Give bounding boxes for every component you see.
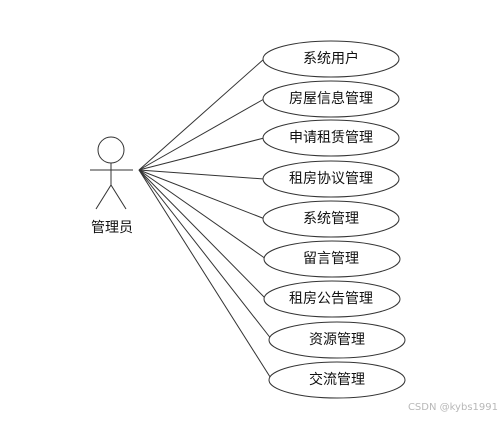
association-line — [138, 169, 265, 180]
use-case-ellipse — [262, 200, 400, 238]
actor-label: 管理员 — [91, 220, 133, 236]
use-case-ellipses — [262, 40, 406, 399]
use-case-label-resource-management: 资源管理 — [309, 332, 365, 348]
association-line — [138, 169, 266, 220]
actor-head — [97, 136, 125, 164]
association-line — [138, 169, 267, 260]
association-line — [138, 98, 265, 171]
association-line — [138, 169, 267, 300]
watermark: CSDN @kybs1991 — [407, 402, 498, 413]
use-case-ellipse — [262, 80, 400, 118]
use-case-ellipse — [263, 280, 401, 318]
use-case-label-rental-application: 申请租赁管理 — [289, 130, 373, 146]
use-case-ellipse — [262, 160, 400, 198]
use-case-ellipse — [262, 119, 400, 157]
actor-left-leg — [95, 184, 112, 210]
use-case-label-rental-agreement: 租房协议管理 — [289, 171, 373, 187]
use-case-label-communication-management: 交流管理 — [309, 372, 365, 388]
association-line — [138, 169, 273, 341]
association-line — [138, 58, 265, 171]
association-lines — [138, 58, 273, 381]
actor-right-leg — [110, 184, 127, 210]
use-case-ellipse — [268, 361, 406, 399]
use-case-ellipse — [268, 321, 406, 359]
use-case-label-house-info: 房屋信息管理 — [289, 91, 373, 107]
use-case-label-rental-notice: 租房公告管理 — [289, 291, 373, 307]
use-case-label-system-management: 系统管理 — [303, 211, 359, 227]
use-case-ellipse — [262, 40, 400, 78]
actor-figure — [90, 136, 133, 210]
association-line — [138, 137, 265, 171]
use-case-label-message-management: 留言管理 — [303, 251, 359, 267]
association-line — [138, 169, 273, 381]
use-case-label-system-users: 系统用户 — [303, 51, 359, 67]
use-case-ellipse — [263, 240, 401, 278]
